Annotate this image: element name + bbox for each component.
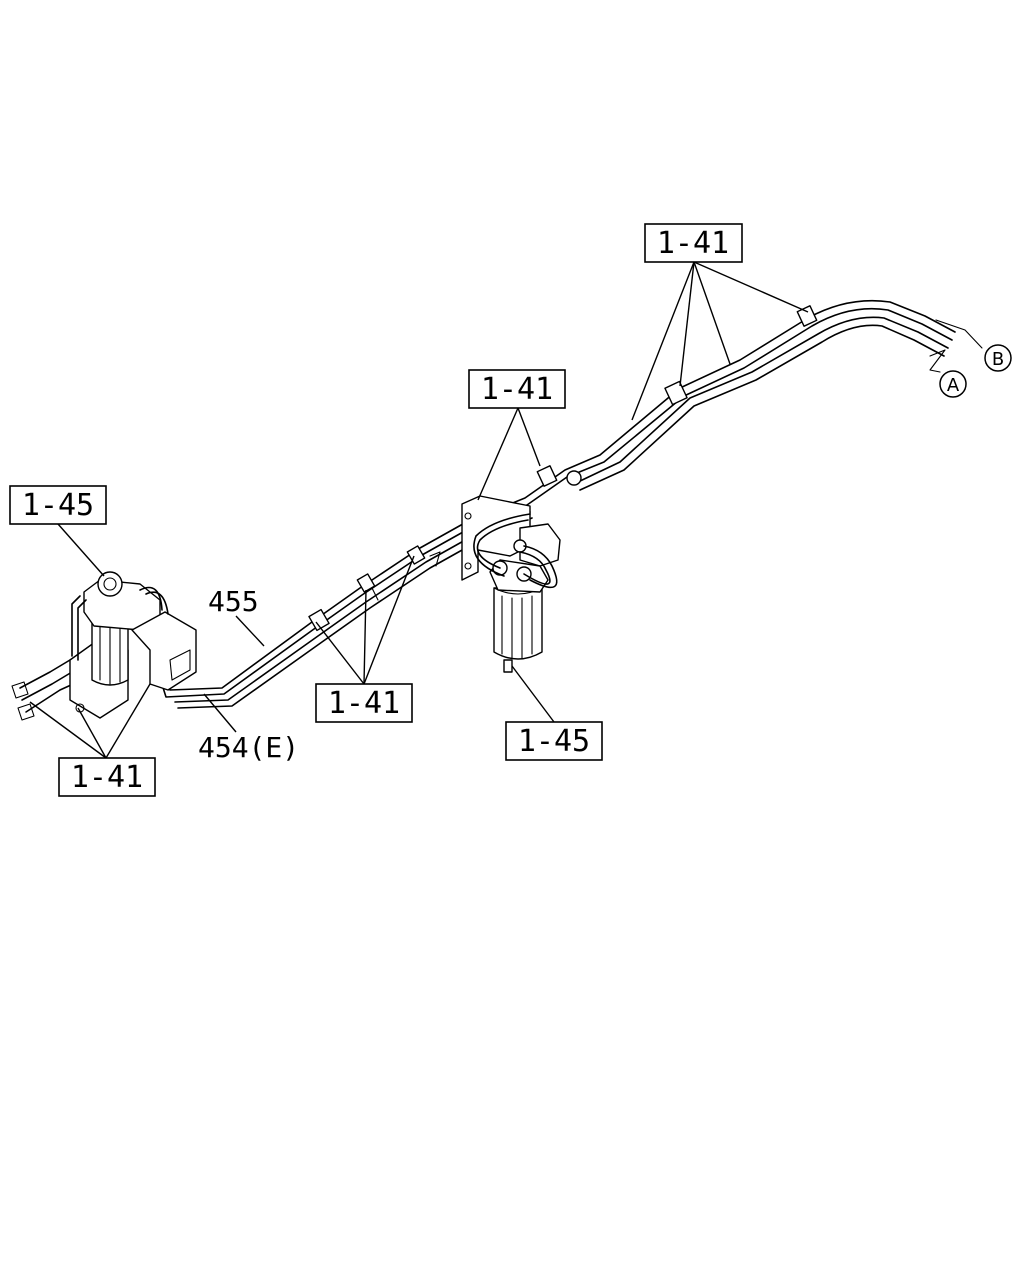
marker-b-label: B — [992, 349, 1004, 370]
callout-ref-1-41-top: 1-41 — [644, 223, 743, 263]
callout-label: 1-41 — [71, 760, 143, 795]
marker-b: B — [984, 344, 1012, 372]
callout-label: 1-45 — [22, 488, 94, 523]
left-filter-assembly — [69, 571, 197, 719]
callout-ref-1-41-middle: 1-41 — [468, 369, 566, 409]
callout-ref-1-45-lower: 1-45 — [505, 721, 603, 761]
part-number-455: 455 — [208, 585, 259, 618]
callout-label: 1-41 — [481, 372, 553, 407]
callout-ref-1-45-left: 1-45 — [9, 485, 107, 525]
pipe-clamps — [308, 305, 818, 632]
marker-a: A — [939, 370, 967, 398]
callout-ref-1-41-lower-mid: 1-41 — [315, 683, 413, 723]
right-filter-assembly — [461, 495, 561, 673]
callout-label: 1-45 — [518, 724, 590, 759]
callout-label: 1-41 — [657, 226, 729, 261]
marker-a-label: A — [947, 375, 960, 396]
leader-lines — [29, 261, 809, 759]
callout-label: 1-41 — [328, 686, 400, 721]
part-number-454e: 454(E) — [198, 731, 299, 764]
callout-ref-1-41-bottom-left: 1-41 — [58, 757, 156, 797]
